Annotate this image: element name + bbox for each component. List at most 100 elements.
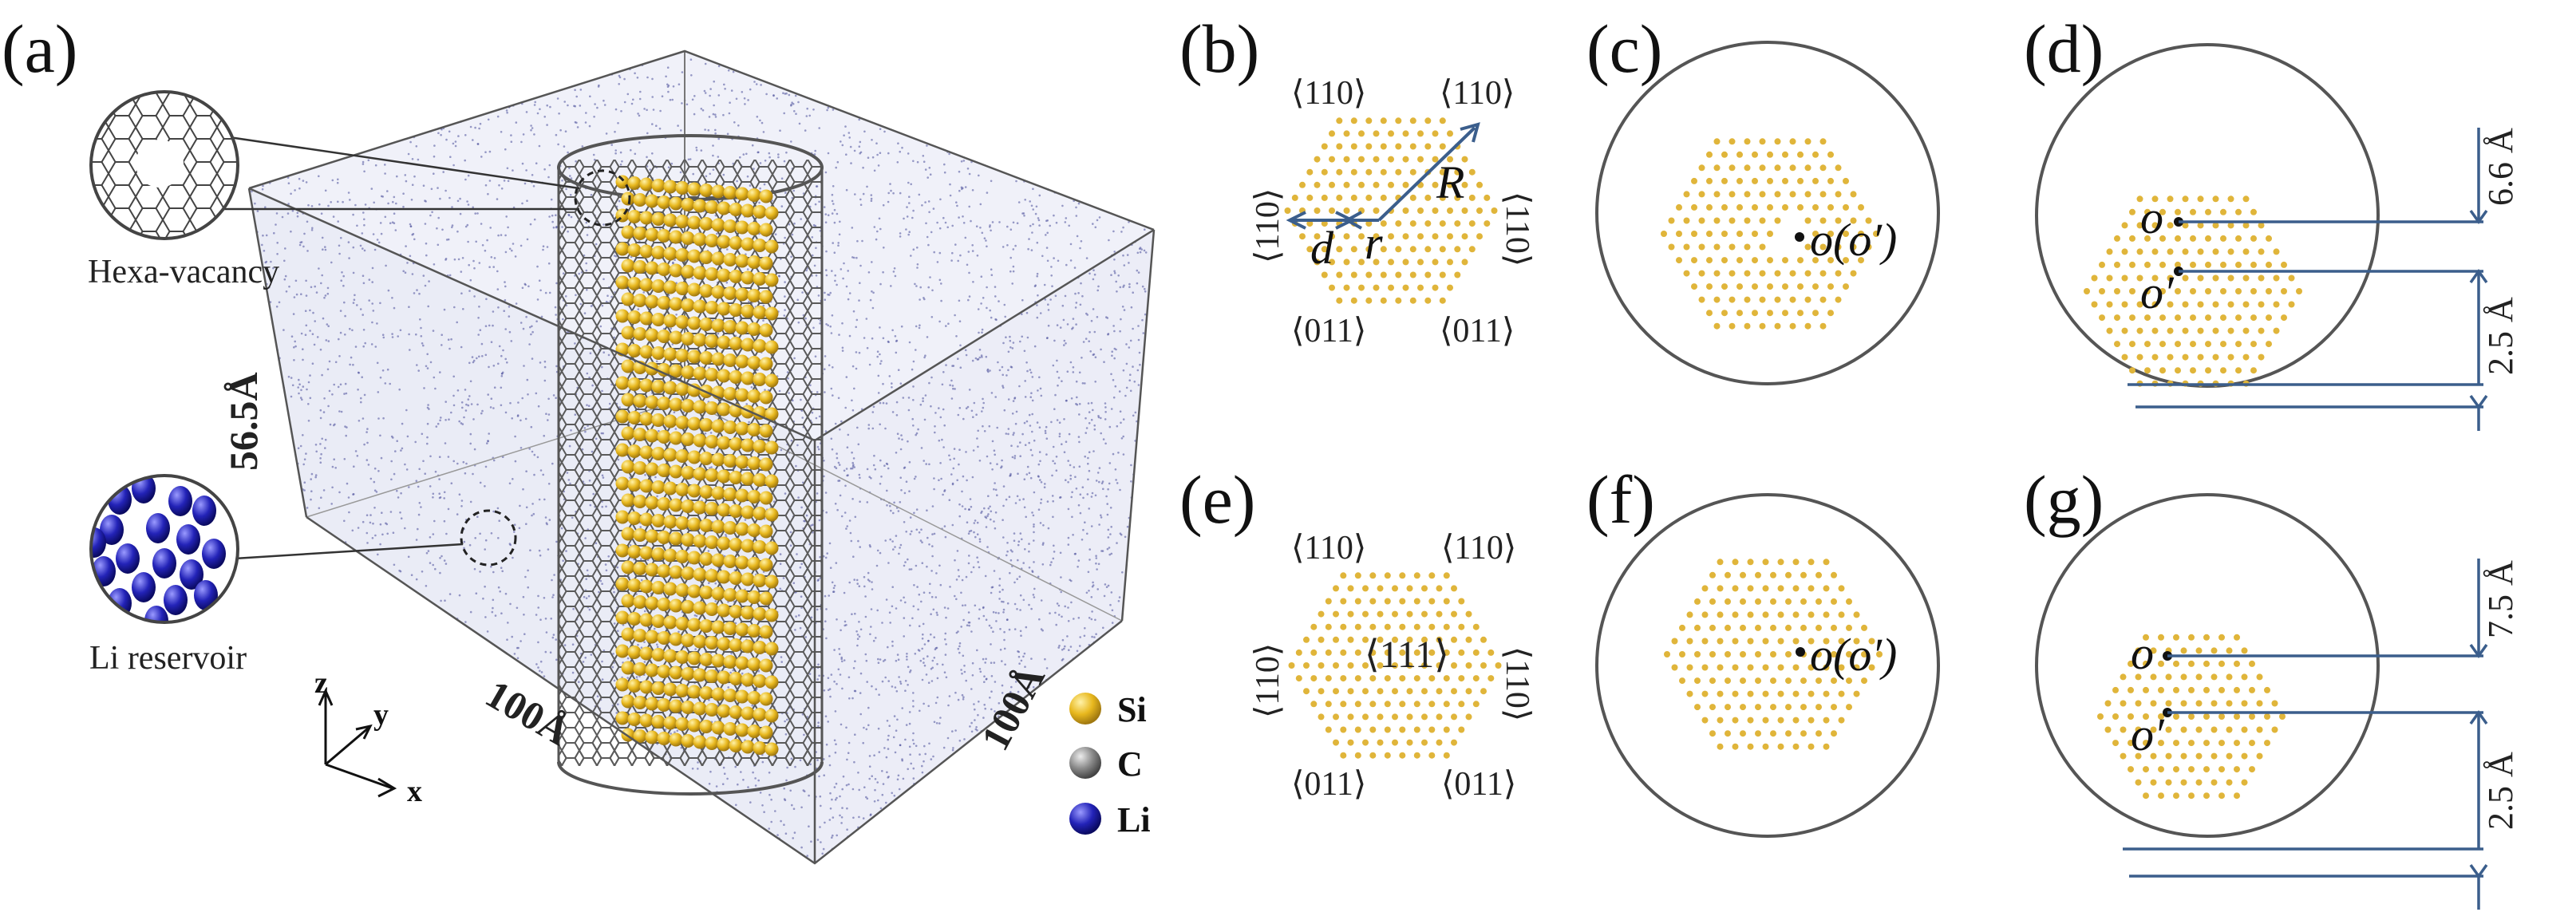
li-dot — [922, 400, 924, 403]
li-dot — [318, 507, 321, 510]
li-dot — [869, 298, 872, 302]
li-dot — [1119, 488, 1121, 492]
li-dot — [469, 380, 472, 383]
li-dot — [552, 394, 555, 397]
li-dot — [432, 533, 435, 535]
li-dot — [1053, 408, 1056, 410]
li-dot — [512, 243, 515, 245]
li-dot — [338, 244, 341, 247]
li-dot — [938, 439, 941, 442]
li-dot — [404, 271, 407, 274]
si-atom — [705, 535, 719, 549]
li-dot — [538, 498, 541, 501]
li-dot — [507, 226, 509, 229]
li-dot — [846, 828, 848, 831]
li-dot — [1003, 630, 1006, 634]
li-dot — [943, 606, 946, 609]
li-dot — [907, 768, 909, 771]
b-label-d: d — [1310, 222, 1334, 274]
si-lattice-atom — [1744, 270, 1751, 277]
si-atom — [675, 717, 689, 731]
li-dot — [958, 463, 960, 466]
li-dot — [1016, 222, 1019, 225]
si-atom — [759, 290, 773, 304]
li-dot — [859, 264, 862, 267]
li-dot — [770, 820, 772, 823]
li-dot — [314, 320, 317, 322]
li-dot — [944, 653, 947, 656]
li-dot — [555, 282, 558, 285]
li-dot — [328, 360, 331, 363]
li-dot — [952, 365, 955, 367]
li-dot — [386, 190, 389, 192]
li-dot — [967, 562, 970, 565]
li-dot — [931, 666, 934, 669]
si-atom — [639, 445, 654, 460]
li-dot — [1113, 330, 1116, 333]
li-dot — [1066, 370, 1069, 373]
li-dot — [1002, 601, 1005, 603]
si-atom — [759, 524, 773, 539]
li-dot — [1116, 482, 1119, 484]
li-dot — [1098, 523, 1100, 526]
li-dot — [511, 249, 513, 252]
li-dot — [290, 335, 294, 338]
li-dot — [930, 668, 933, 670]
li-dot — [892, 736, 895, 739]
si-lattice-atom — [1365, 246, 1373, 253]
li-dot — [899, 543, 903, 547]
si-atom — [657, 263, 671, 276]
li-dot — [434, 567, 437, 571]
li-dot — [891, 645, 894, 647]
li-dot — [450, 338, 452, 341]
li-dot — [883, 658, 887, 661]
si-lattice-atom — [1409, 271, 1416, 278]
li-dot — [869, 545, 871, 548]
li-dot — [504, 328, 507, 330]
si-lattice-atom — [1691, 203, 1697, 211]
li-dot — [354, 203, 357, 207]
li-dot — [1009, 549, 1013, 551]
li-dot — [885, 801, 887, 804]
li-dot — [887, 467, 890, 470]
si-lattice-atom — [1468, 246, 1476, 253]
li-dot — [938, 227, 942, 230]
li-dot — [1069, 464, 1072, 467]
li-dot — [986, 546, 989, 548]
si-atom — [699, 586, 713, 599]
li-dot — [506, 167, 509, 170]
si-atom — [699, 418, 713, 432]
li-dot — [1071, 515, 1073, 519]
li-dot — [294, 279, 298, 282]
li-dot — [1144, 287, 1146, 290]
li-dot — [488, 324, 491, 327]
li-dot — [1107, 528, 1110, 531]
li-dot — [755, 83, 758, 85]
li-dot — [1097, 563, 1100, 566]
li-dot — [539, 669, 541, 673]
li-dot — [1033, 491, 1036, 494]
li-dot — [1022, 655, 1025, 658]
li-dot — [1075, 488, 1078, 490]
li-dot — [912, 360, 915, 363]
li-dot — [895, 340, 898, 342]
li-dot — [343, 301, 346, 304]
li-dot — [821, 852, 824, 855]
li-dot — [1029, 448, 1033, 452]
li-dot — [312, 311, 314, 314]
li-dot — [1093, 636, 1096, 638]
li-dot — [873, 226, 876, 228]
si-atom — [711, 218, 725, 232]
li-dot — [726, 132, 729, 136]
li-dot — [1072, 371, 1075, 373]
li-dot — [978, 174, 980, 177]
li-dot — [503, 310, 505, 313]
li-dot — [689, 58, 693, 61]
li-dot — [426, 422, 429, 425]
li-dot — [965, 451, 967, 453]
li-dot — [858, 473, 861, 476]
li-dot — [1088, 617, 1091, 619]
li-dot — [980, 302, 982, 305]
li-dot — [1045, 337, 1049, 340]
li-dot — [309, 374, 311, 377]
